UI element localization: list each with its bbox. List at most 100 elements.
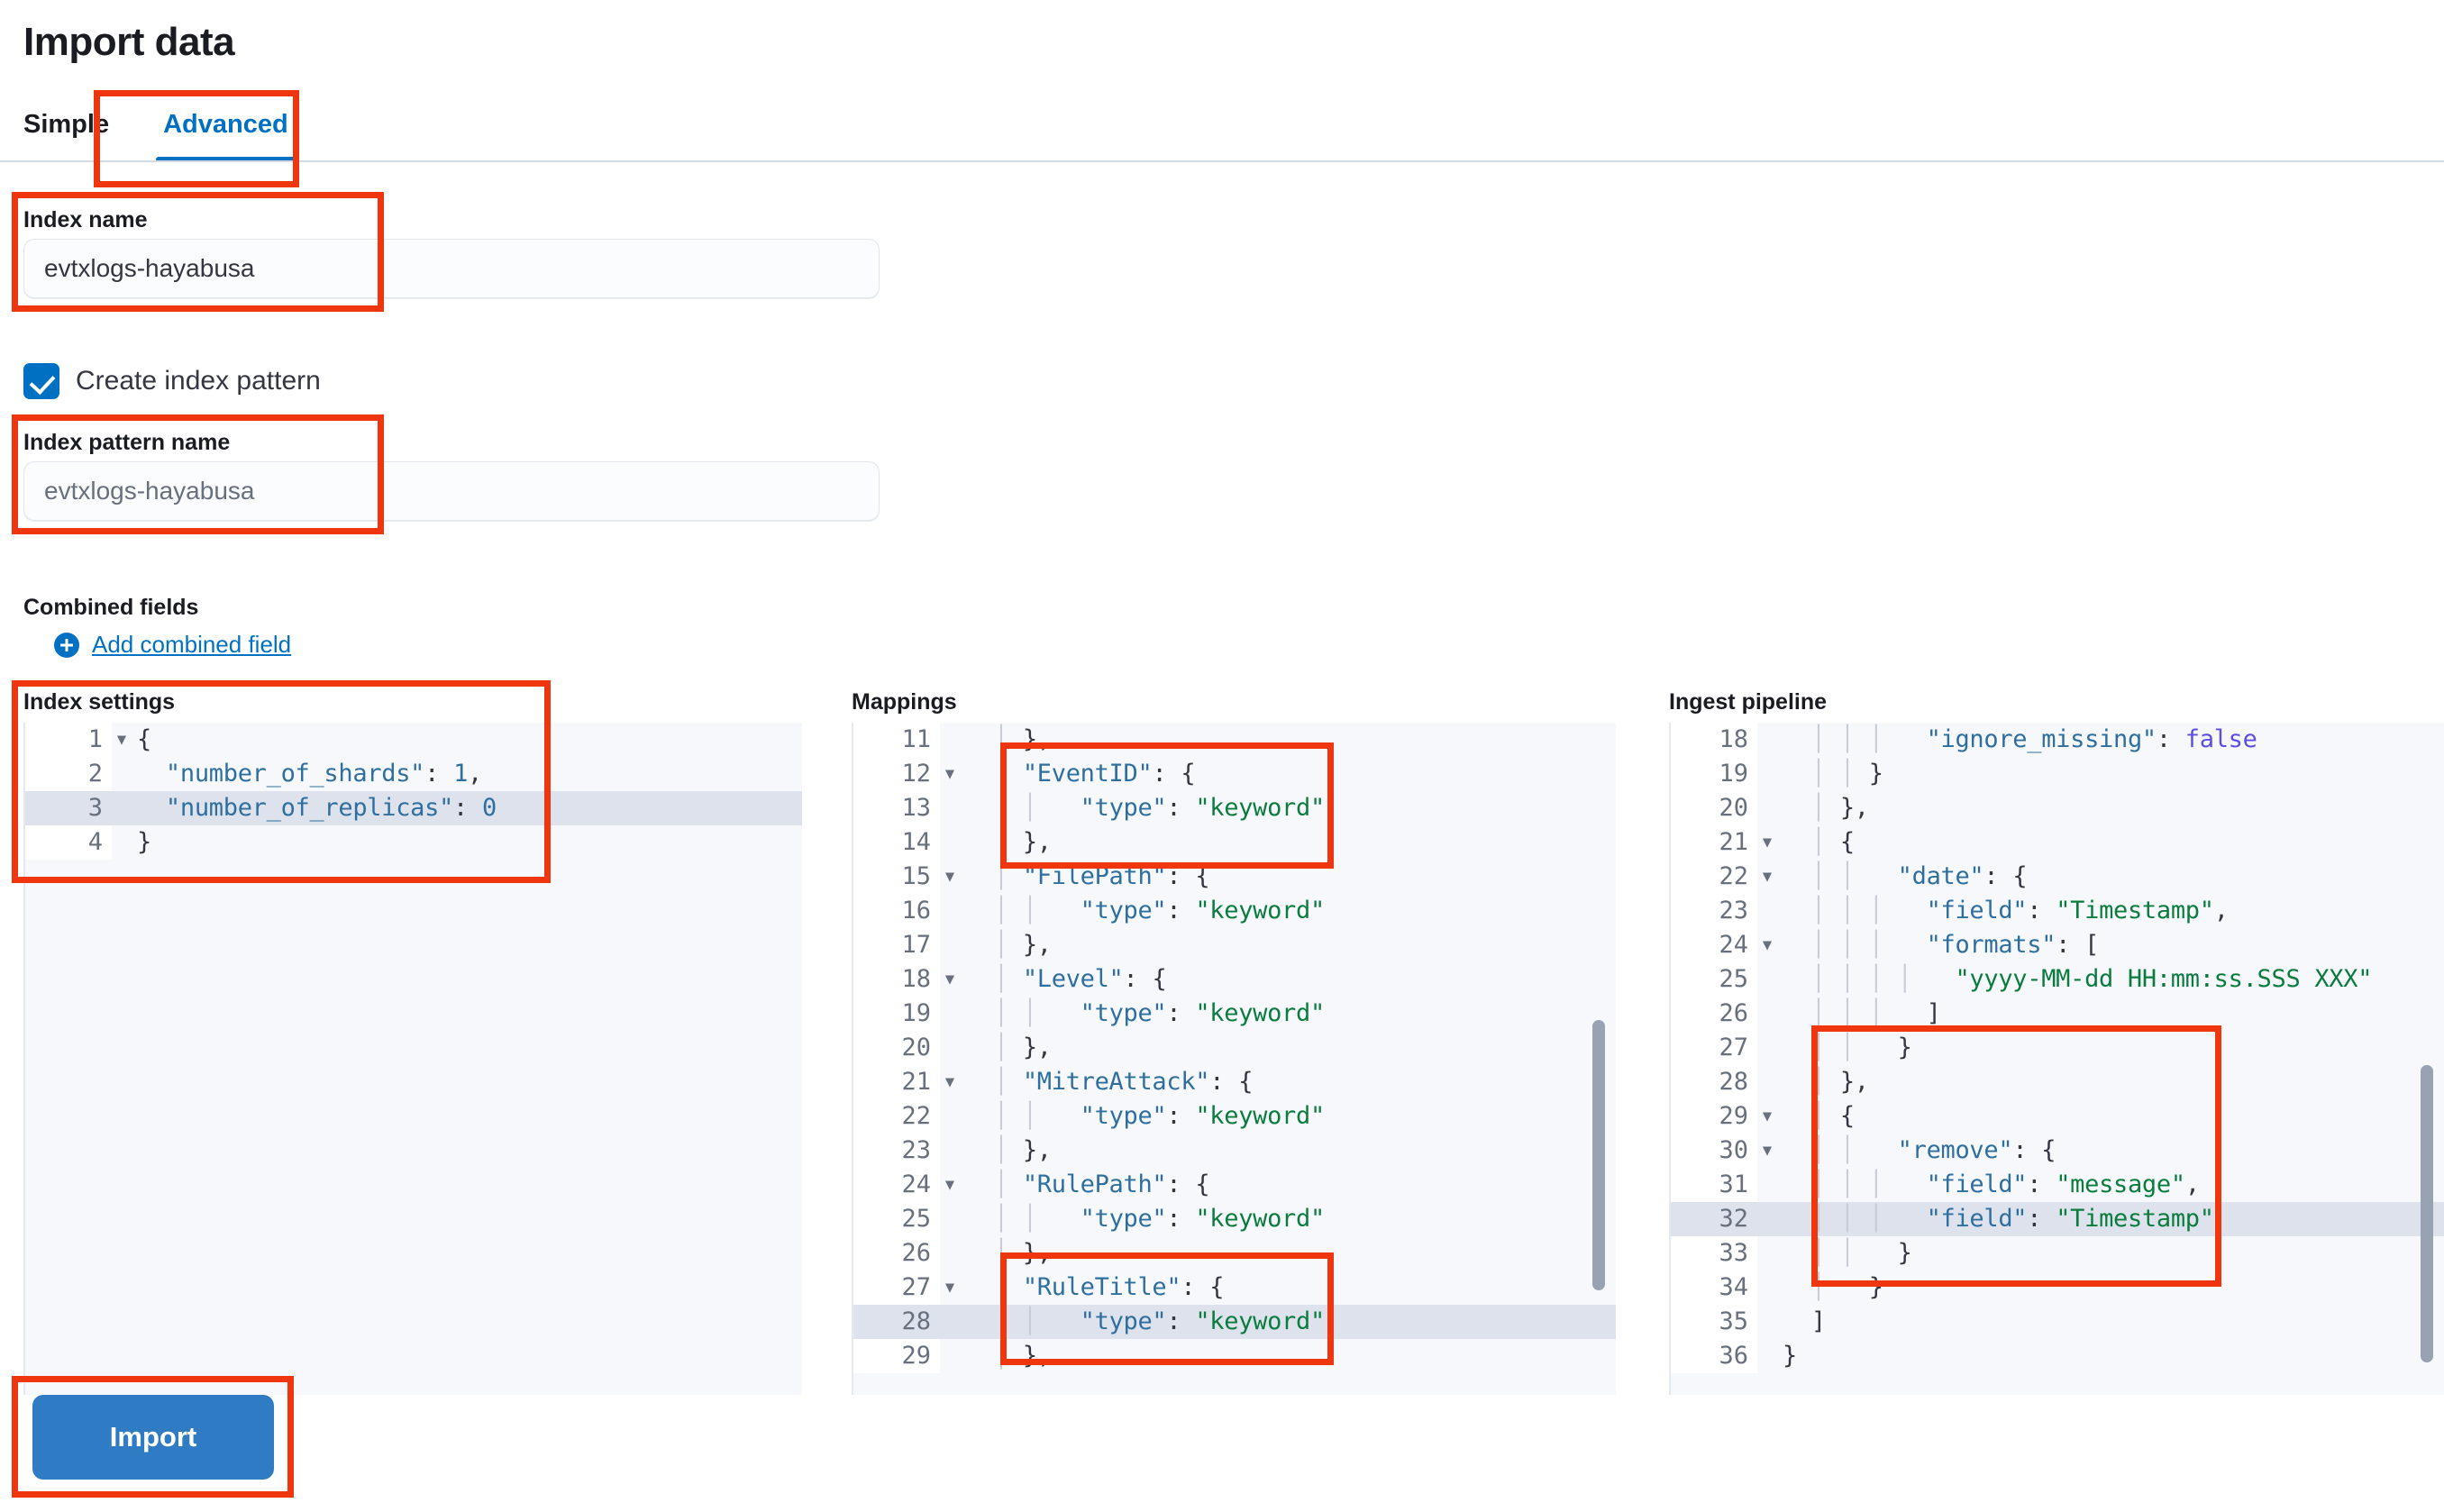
line-number: 2 xyxy=(25,757,112,791)
code-line: 19 │ │ } xyxy=(1671,757,2444,791)
line-number: 26 xyxy=(853,1236,940,1271)
combined-fields-label: Combined fields xyxy=(23,595,199,620)
create-index-pattern-checkbox-row[interactable]: Create index pattern xyxy=(23,363,321,399)
code-line: 12▼ │ "EventID": { xyxy=(853,757,1616,791)
line-number: 21▼ xyxy=(1671,825,1772,860)
tab-advanced[interactable]: Advanced xyxy=(136,108,315,162)
index-settings-title: Index settings xyxy=(23,689,176,715)
fold-toggle-icon[interactable]: ▼ xyxy=(1762,1107,1773,1125)
code-text: │ "MitreAttack": { xyxy=(965,1068,1254,1096)
line-number: 17 xyxy=(853,928,940,962)
fold-toggle-icon[interactable]: ▼ xyxy=(1762,868,1773,886)
code-text: │ │ │ "field": "Timestamp" xyxy=(1783,1205,2214,1233)
code-text: │ }, xyxy=(965,1239,1052,1267)
fold-toggle-icon[interactable]: ▼ xyxy=(944,1279,955,1297)
code-text: │ │ "type": "keyword" xyxy=(965,1205,1325,1233)
code-line: 20 │ }, xyxy=(1671,791,2444,825)
code-line: 4} xyxy=(25,825,802,860)
line-number: 31 xyxy=(1671,1168,1757,1202)
index-pattern-name-label: Index pattern name xyxy=(23,430,231,455)
line-number: 29 xyxy=(853,1339,940,1373)
code-line: 36} xyxy=(1671,1339,2444,1373)
line-number: 28 xyxy=(853,1305,940,1339)
code-text: │ │ } xyxy=(1783,1239,1912,1267)
code-text: │ │ │ "field": "message", xyxy=(1783,1170,2200,1198)
code-text: │ }, xyxy=(1783,1068,1869,1096)
code-text: } xyxy=(137,828,151,856)
code-line: 25 │ │ "type": "keyword" xyxy=(853,1202,1616,1236)
fold-toggle-icon[interactable]: ▼ xyxy=(944,1073,955,1091)
code-line: 16 │ │ "type": "keyword" xyxy=(853,894,1616,928)
tab-divider xyxy=(0,160,2444,162)
line-number: 4 xyxy=(25,825,112,860)
line-number: 1▼ xyxy=(25,723,126,757)
fold-toggle-icon[interactable]: ▼ xyxy=(116,731,127,749)
fold-toggle-icon[interactable]: ▼ xyxy=(1762,833,1773,852)
code-text: │ }, xyxy=(965,1342,1052,1370)
code-text: │ }, xyxy=(1783,794,1869,822)
line-number: 22 xyxy=(853,1099,940,1134)
code-text: │ │ "date": { xyxy=(1783,862,2028,890)
fold-toggle-icon[interactable]: ▼ xyxy=(944,970,955,988)
code-text: │ │ │ "formats": [ xyxy=(1783,931,2100,959)
editor-scrollbar[interactable] xyxy=(1592,1020,1605,1290)
index-name-input[interactable] xyxy=(23,239,880,298)
code-line: 15▼ │ "FilePath": { xyxy=(853,860,1616,894)
line-number: 27▼ xyxy=(853,1271,954,1305)
add-combined-field-button[interactable]: Add combined field xyxy=(54,631,291,659)
code-text: "number_of_replicas": 0 xyxy=(165,794,497,822)
code-text: ] xyxy=(1810,1307,1826,1335)
code-line: 35 ] xyxy=(1671,1305,2444,1339)
line-number: 16 xyxy=(853,894,940,928)
line-number: 18 xyxy=(1671,723,1757,757)
fold-toggle-icon[interactable]: ▼ xyxy=(1762,936,1773,954)
line-number: 23 xyxy=(853,1134,940,1168)
code-text: } xyxy=(1783,1342,1797,1370)
code-line: 17 │ }, xyxy=(853,928,1616,962)
index-pattern-name-input[interactable] xyxy=(23,461,880,521)
mappings-section: Mappings 11 │ },12▼ │ "EventID": {13 │ │… xyxy=(852,689,1616,1395)
code-line: 26 │ │ │ ] xyxy=(1671,997,2444,1031)
code-line: 22 │ │ "type": "keyword" xyxy=(853,1099,1616,1134)
line-number: 20 xyxy=(1671,791,1757,825)
line-number: 34 xyxy=(1671,1271,1757,1305)
code-text: │ │ │ "ignore_missing": false xyxy=(1783,725,2257,753)
plus-circle-icon xyxy=(54,632,79,658)
code-text: │ }, xyxy=(965,828,1052,856)
line-number: 21▼ xyxy=(853,1065,954,1099)
code-line: 20 │ }, xyxy=(853,1031,1616,1065)
fold-toggle-icon[interactable]: ▼ xyxy=(944,1176,955,1194)
index-settings-editor[interactable]: 1▼{2 "number_of_shards": 1,3 "number_of_… xyxy=(23,723,802,1395)
create-index-pattern-checkbox[interactable] xyxy=(23,363,59,399)
ingest-pipeline-section: Ingest pipeline 18 │ │ │ "ignore_missing… xyxy=(1669,689,2444,1395)
code-text: │ │ │ ] xyxy=(1783,999,1941,1027)
fold-toggle-icon[interactable]: ▼ xyxy=(1762,1142,1773,1160)
fold-toggle-icon[interactable]: ▼ xyxy=(944,868,955,886)
code-line: 31 │ │ │ "field": "message", xyxy=(1671,1168,2444,1202)
code-text: │ }, xyxy=(965,725,1052,753)
tab-simple[interactable]: Simple xyxy=(23,110,110,139)
code-line: 22▼ │ │ "date": { xyxy=(1671,860,2444,894)
code-text: │ "RulePath": { xyxy=(965,1170,1210,1198)
line-number: 30▼ xyxy=(1671,1134,1772,1168)
line-number: 36 xyxy=(1671,1339,1757,1373)
code-text: │ "Level": { xyxy=(965,965,1167,993)
code-text: │ │ "type": "keyword" xyxy=(965,794,1325,822)
editor-scrollbar[interactable] xyxy=(2421,1065,2433,1362)
code-text: │ "FilePath": { xyxy=(965,862,1210,890)
fold-toggle-icon[interactable]: ▼ xyxy=(944,765,955,783)
code-line: 21▼ │ { xyxy=(1671,825,2444,860)
import-button[interactable]: Import xyxy=(32,1395,274,1480)
code-line: 26 │ }, xyxy=(853,1236,1616,1271)
line-number: 12▼ xyxy=(853,757,954,791)
code-line: 24▼ │ "RulePath": { xyxy=(853,1168,1616,1202)
code-line: 14 │ }, xyxy=(853,825,1616,860)
index-name-label: Index name xyxy=(23,207,148,232)
code-line: 18 │ │ │ "ignore_missing": false xyxy=(1671,723,2444,757)
code-text: │ │ "type": "keyword" xyxy=(965,1307,1325,1335)
code-line: 28 │ }, xyxy=(1671,1065,2444,1099)
code-text: │ "RuleTitle": { xyxy=(965,1273,1225,1301)
code-text: │ │ "type": "keyword" xyxy=(965,999,1325,1027)
mappings-editor[interactable]: 11 │ },12▼ │ "EventID": {13 │ │ "type": … xyxy=(852,723,1616,1395)
